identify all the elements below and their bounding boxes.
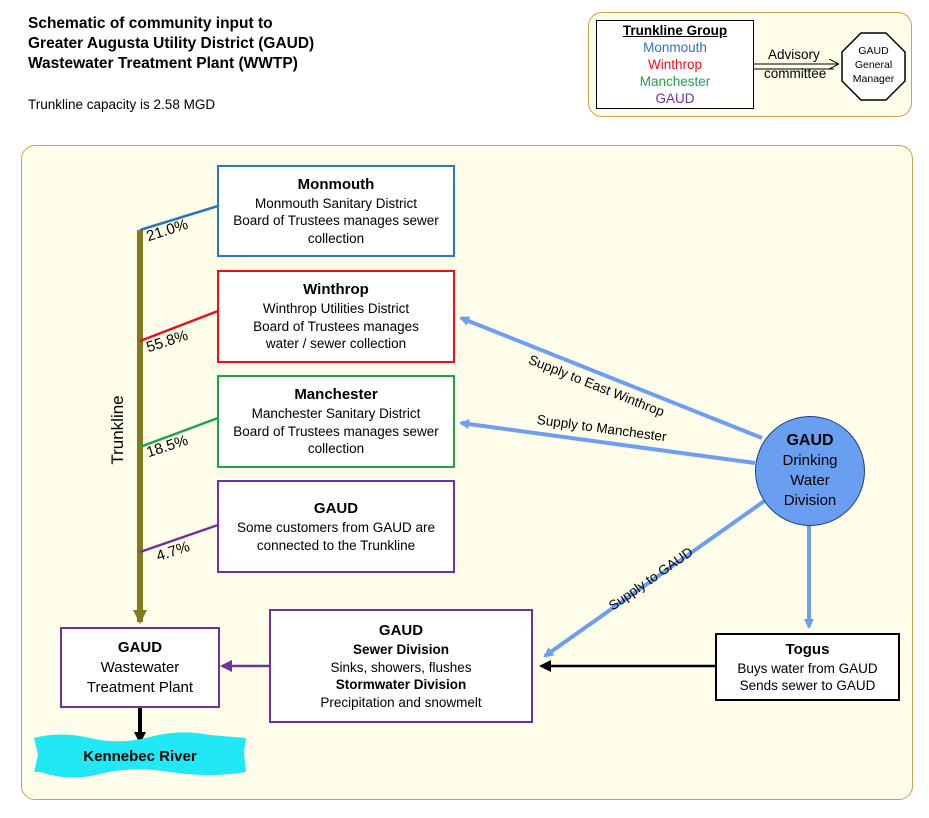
monmouth-name: Monmouth xyxy=(297,175,375,193)
trunkline-group-title: Trunkline Group xyxy=(622,23,728,38)
winthrop-name: Winthrop xyxy=(303,281,369,299)
sewer-division-label: Sewer Division xyxy=(352,642,450,657)
supply-gaud-arrow xyxy=(543,495,772,658)
monmouth-box: Monmouth Monmouth Sanitary District Boar… xyxy=(217,165,455,257)
kennebec-river-shape xyxy=(34,732,246,778)
advisory-label: Advisory xyxy=(768,47,820,62)
wwtp-box: GAUD Wastewater Treatment Plant xyxy=(60,627,220,708)
gaud-connector xyxy=(139,523,219,554)
kennebec-river-label: Kennebec River xyxy=(83,748,197,765)
diagram-title: Schematic of community input to Greater … xyxy=(28,14,314,74)
legend-member-winthrop: Winthrop xyxy=(647,57,703,72)
supply-east-winthrop-arrow xyxy=(459,316,763,440)
title-line-2: Greater Augusta Utility District (GAUD) xyxy=(28,35,315,52)
trunkline-capacity-note: Trunkline capacity is 2.58 MGD xyxy=(28,97,216,112)
wwtp-title: GAUD xyxy=(117,638,163,656)
title-line-1: Schematic of community input to xyxy=(28,15,273,32)
sewer-division-box: GAUD Sewer Division Sinks, showers, flus… xyxy=(269,609,533,723)
supply-manchester-arrow xyxy=(459,419,756,465)
legend-member-monmouth: Monmouth xyxy=(643,40,707,55)
title-line-3: Wastewater Treatment Plant (WWTP) xyxy=(28,55,298,72)
legend-member-manchester: Manchester xyxy=(639,74,711,89)
trunkline-group-box: Trunkline Group Monmouth Winthrop Manche… xyxy=(596,20,754,109)
general-manager-octagon xyxy=(841,32,906,101)
manchester-box: Manchester Manchester Sanitary District … xyxy=(217,375,455,468)
winthrop-connector xyxy=(139,309,219,343)
stormwater-division-label: Stormwater Division xyxy=(335,677,467,692)
manchester-connector xyxy=(139,416,219,449)
togus-box: Togus Buys water from GAUD Sends sewer t… xyxy=(715,633,900,701)
monmouth-connector xyxy=(139,204,219,232)
gaud-trunkline-name: GAUD xyxy=(313,500,359,517)
gaud-trunkline-box: GAUD Some customers from GAUD are connec… xyxy=(217,480,455,573)
general-manager-label: GAUD General Manager xyxy=(852,45,895,85)
trunkline-label: Trunkline xyxy=(108,395,127,465)
gaud-drinking-water-node: GAUD Drinking Water Division xyxy=(755,416,865,526)
sewer-box-title: GAUD xyxy=(378,622,424,639)
manchester-name: Manchester xyxy=(294,386,378,404)
winthrop-box: Winthrop Winthrop Utilities District Boa… xyxy=(217,270,455,363)
togus-title: Togus xyxy=(785,640,830,658)
committee-label: committee xyxy=(764,66,827,81)
legend-member-gaud: GAUD xyxy=(655,91,695,106)
